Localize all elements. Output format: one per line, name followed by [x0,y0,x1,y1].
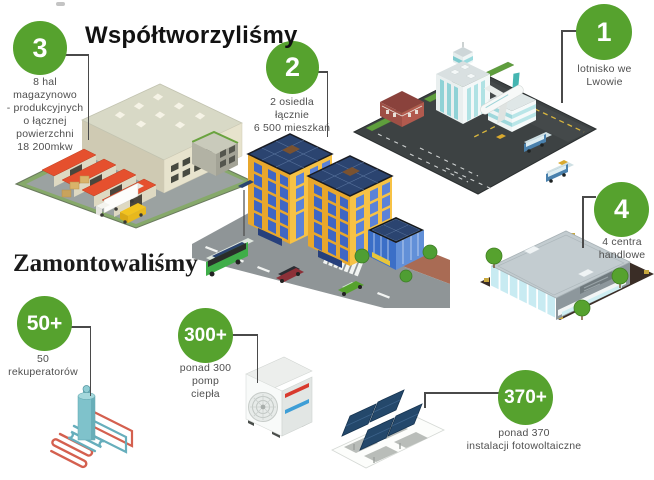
recuperator-illustration [50,385,134,469]
housing-estate-illustration [192,130,450,308]
stat-label-warehouses: 8 hal magazynowo - produkcyjnych o łączn… [6,76,84,154]
section-heading-created: Współtworzyliśmy [85,22,298,49]
shopping-mall-illustration [480,230,654,320]
stat-badge-estates: 2 [266,41,319,94]
stat-label-airport: lotnisko we Lwowie [577,63,632,89]
stat-label-heatpumps: ponad 300 pomp ciepła [179,362,232,401]
connector-heatpumps-h [231,334,258,336]
connector-heatpumps-v [256,334,258,383]
stat-badge-recuperators: 50+ [17,296,72,351]
connector-airport-v [561,30,563,103]
heat-pump-illustration [245,356,313,438]
section-heading-installed: Zamontowaliśmy [13,250,198,277]
stat-badge-malls: 4 [594,182,649,237]
connector-recuperators-v [89,326,91,396]
stat-label-recuperators: 50 rekuperatorów [8,353,78,379]
solar-panels-illustration [331,389,445,469]
stat-label-estates: 2 osiedla łącznie 6 500 mieszkań [253,96,331,135]
stat-label-malls: 4 centra handlowe [598,236,646,262]
connector-airport-h [561,30,577,32]
connector-estates-v [326,71,328,137]
airport-illustration [352,42,598,195]
connector-pv-v [424,392,426,408]
stat-label-pv: ponad 370 instalacji fotowoltaiczne [466,427,582,453]
stat-badge-warehouses: 3 [13,21,67,75]
paper-smudge [56,2,65,6]
connector-estates-h [316,71,328,73]
connector-warehouses-v [87,54,89,140]
connector-malls-v [582,196,584,248]
connector-warehouses-h [64,54,89,56]
connector-malls-h [582,196,596,198]
connector-pv-h [424,392,500,394]
stat-badge-pv: 370+ [498,370,553,425]
stat-badge-heatpumps: 300+ [178,308,233,363]
connector-recuperators-h [70,326,91,328]
stat-badge-airport: 1 [576,4,632,60]
